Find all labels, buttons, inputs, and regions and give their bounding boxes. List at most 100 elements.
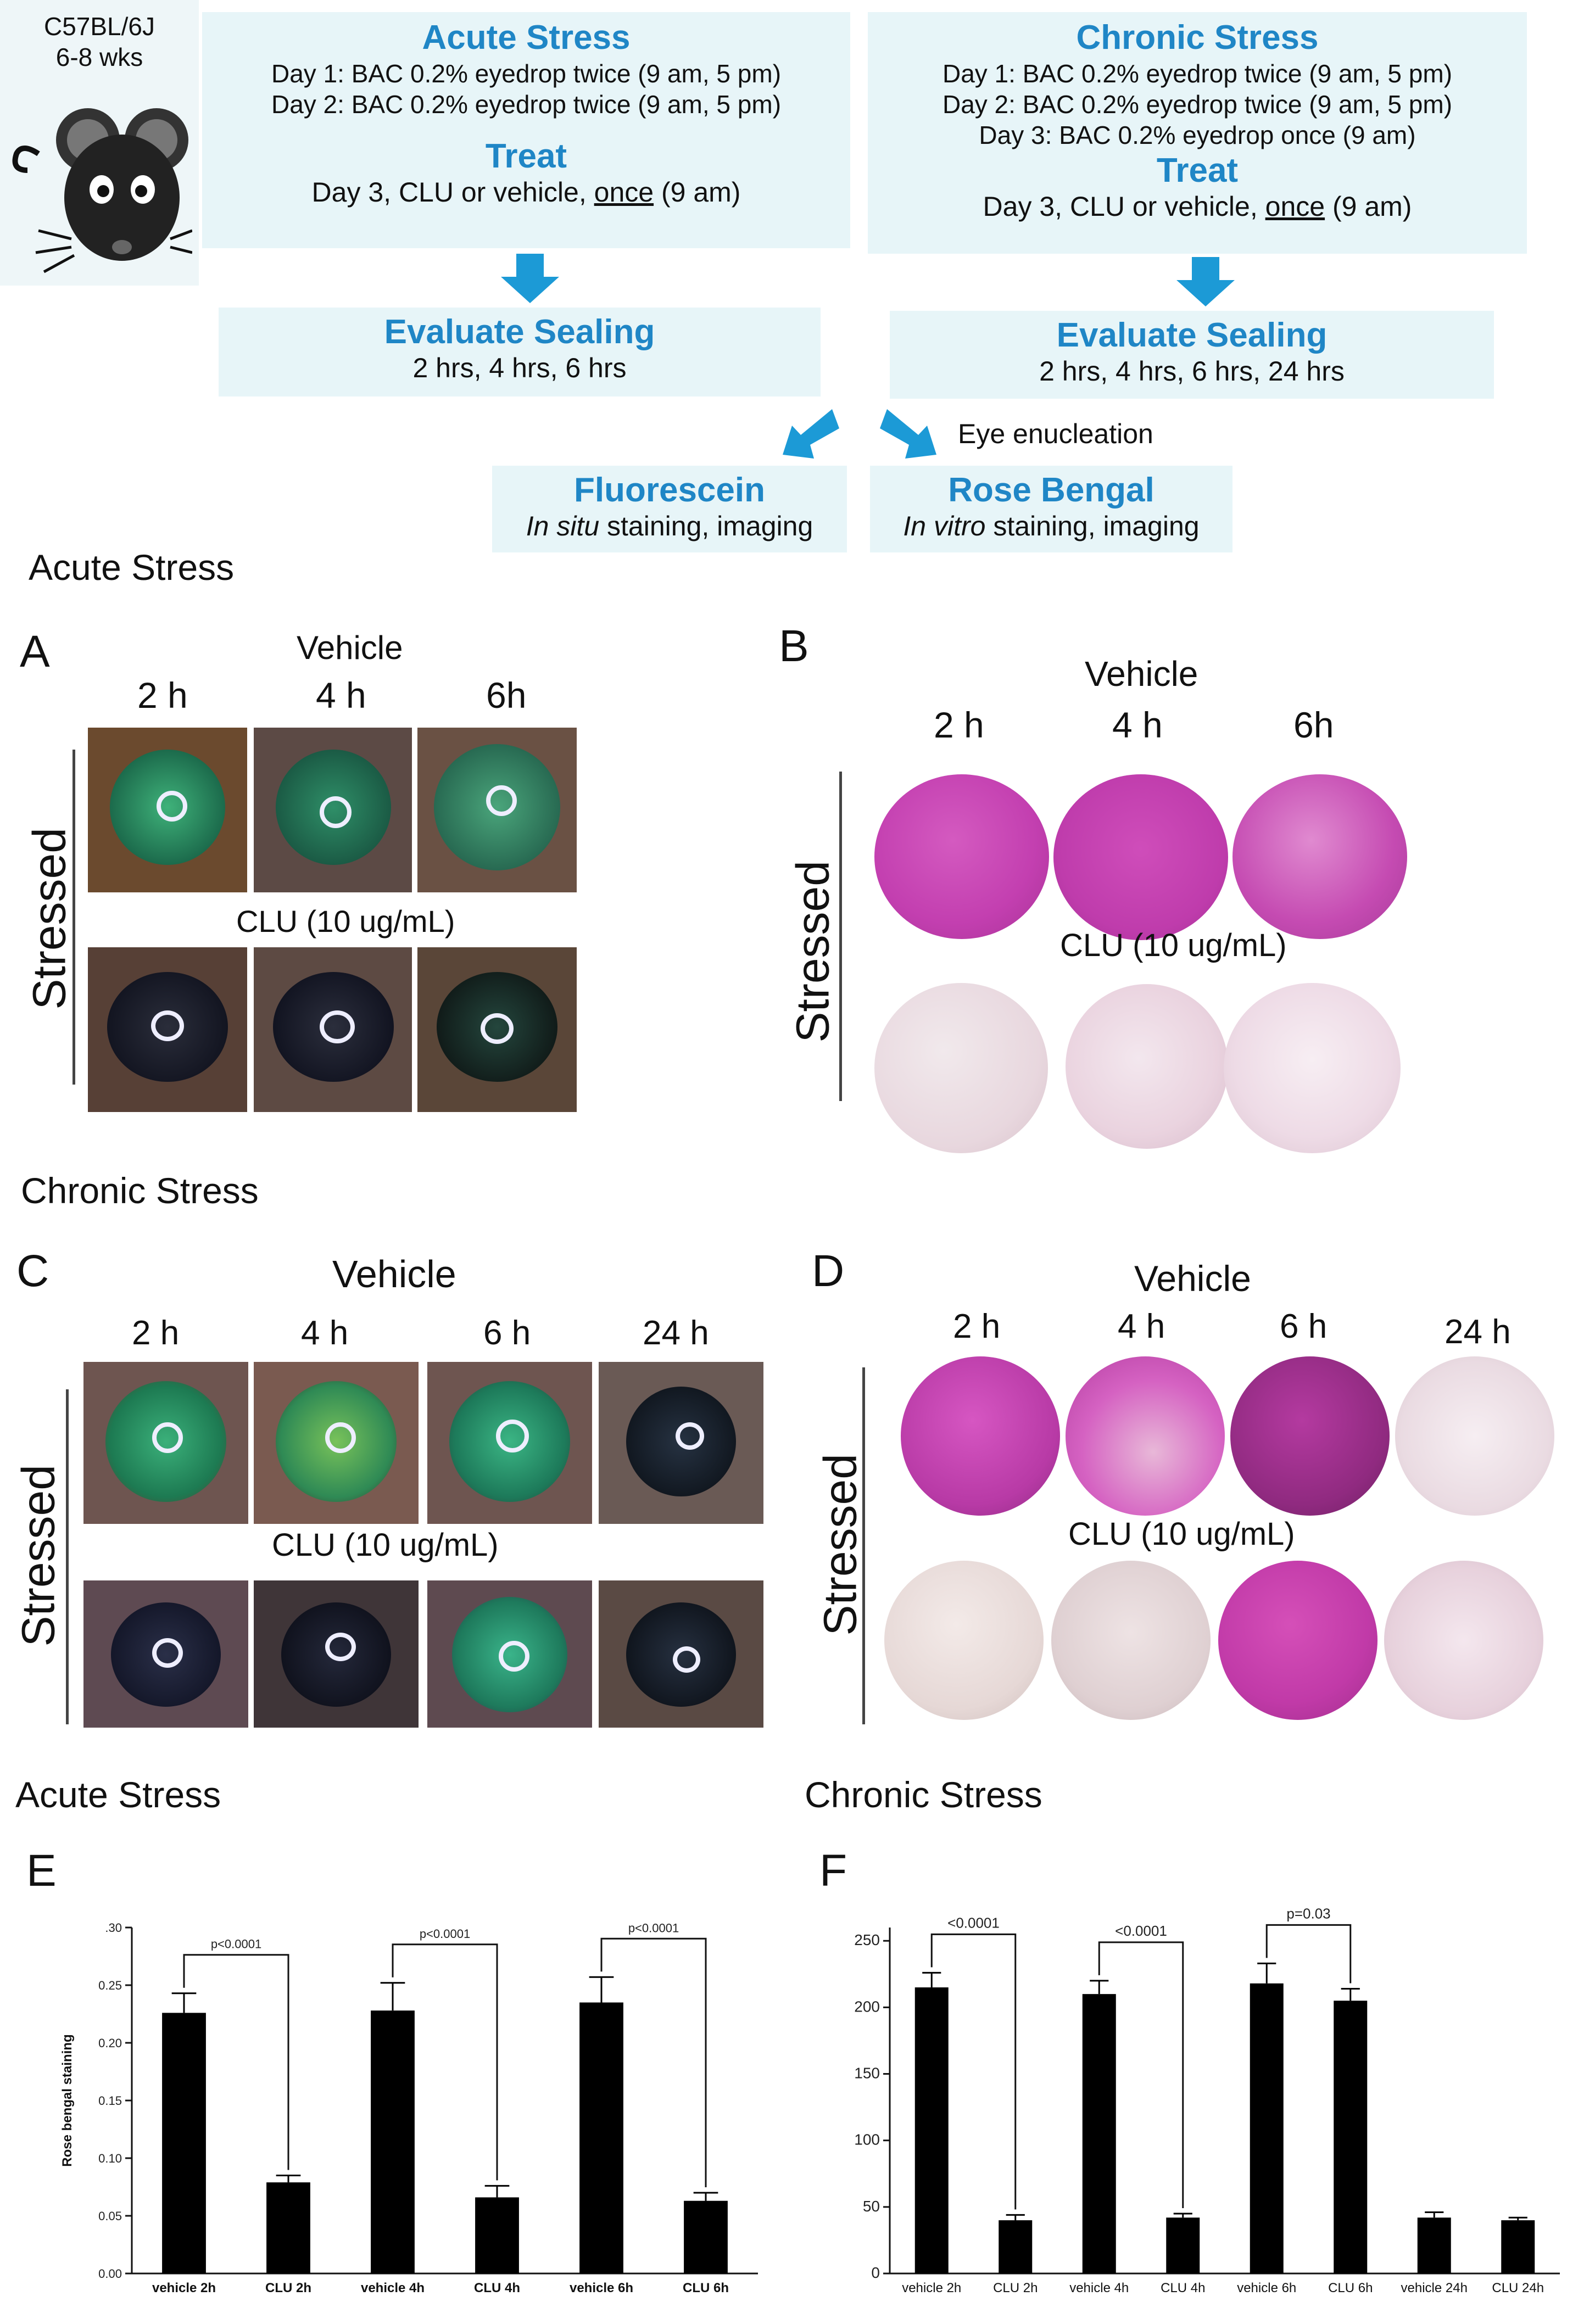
acute-protocol-box: Acute Stress Day 1: BAC 0.2% eyedrop twi…: [202, 12, 850, 248]
rose-bengal-dish: [1224, 983, 1401, 1153]
panel-d-vehicle-label: Vehicle: [1134, 1258, 1251, 1299]
x-tick-label: CLU 6h: [1328, 2281, 1373, 2295]
acute-treat-line: Day 3, CLU or vehicle, once (9 am): [311, 177, 741, 208]
panel-a-time-label: 6h: [486, 675, 527, 716]
panel-d-side-label: Stressed: [814, 1454, 866, 1636]
panel-label-e: E: [26, 1846, 57, 1896]
rose-bengal-dish: [1066, 984, 1228, 1149]
section-title-acute: Acute Stress: [29, 547, 235, 588]
significance-bracket: [392, 1943, 498, 2181]
eye-photo: [83, 1580, 248, 1728]
arrow-down-icon: [1176, 257, 1235, 306]
arrow-down-right-icon: [880, 409, 936, 459]
bar: [914, 1987, 949, 2273]
panel-d-time-label: 6 h: [1280, 1308, 1328, 1345]
rose-bengal-dish: [1395, 1356, 1554, 1516]
significance-bracket: [183, 1954, 289, 2170]
section-title-chronic-chart: Chronic Stress: [805, 1774, 1042, 1815]
x-tick-label: vehicle 2h: [152, 2281, 216, 2295]
bar: [579, 2002, 623, 2273]
section-title-acute-chart: Acute Stress: [15, 1774, 221, 1815]
x-tick-label: vehicle 24h: [1401, 2281, 1468, 2295]
acute-treat-title: Treat: [485, 137, 567, 175]
rose-bengal-dish: [901, 1356, 1060, 1516]
y-tick-label: 0.25: [98, 1979, 122, 1992]
eye-photo: [427, 1580, 592, 1728]
rose-bengal-dish: [1218, 1561, 1378, 1720]
x-tick-label: vehicle 4h: [1069, 2281, 1129, 2295]
panel-d-divider: [862, 1367, 865, 1724]
significance-bracket: [1265, 1924, 1352, 1984]
x-tick-label: vehicle 6h: [1237, 2281, 1296, 2295]
panel-c-vehicle-label: Vehicle: [332, 1253, 456, 1295]
p-value-label: <0.0001: [1115, 1923, 1167, 1939]
x-tick-label: CLU 2h: [265, 2281, 311, 2295]
rose-bengal-dish: [1066, 1356, 1225, 1516]
y-tick-label: 100: [854, 2131, 880, 2148]
bar: [162, 2013, 206, 2273]
panel-label-b: B: [779, 621, 809, 671]
bar: [1250, 1983, 1284, 2273]
x-tick-label: CLU 4h: [474, 2281, 520, 2295]
eye-photo: [417, 728, 577, 892]
bar: [999, 2220, 1033, 2273]
bar: [475, 2197, 519, 2273]
panel-a-side-label: Stressed: [23, 828, 75, 1010]
x-tick-label: CLU 24h: [1492, 2281, 1544, 2295]
bar: [1417, 2217, 1451, 2273]
bar: [1501, 2220, 1535, 2273]
acute-evaluate-times: 2 hrs, 4 hrs, 6 hrs: [412, 353, 627, 383]
rose-bengal-dish: [874, 983, 1048, 1153]
panel-c-time-label: 2 h: [132, 1314, 180, 1352]
y-tick-label: 0.10: [98, 2152, 122, 2165]
eye-photo: [417, 947, 577, 1112]
panel-b-vehicle-label: Vehicle: [1085, 654, 1198, 694]
rose-bengal-dish: [884, 1561, 1044, 1720]
mouse-strain-box: C57BL/6J 6-8 wks: [0, 0, 199, 286]
bar: [1166, 2217, 1200, 2273]
rose-bengal-box: Rose Bengal In vitro staining, imaging: [870, 466, 1232, 552]
panel-a-divider: [72, 750, 75, 1085]
chronic-evaluate-title: Evaluate Sealing: [1056, 316, 1328, 354]
rose-bengal-desc: In vitro staining, imaging: [903, 511, 1200, 541]
x-tick-label: CLU 6h: [683, 2281, 729, 2295]
rose-bengal-title: Rose Bengal: [948, 471, 1155, 509]
age-label: 6-8 wks: [55, 43, 143, 71]
y-tick-label: 150: [854, 2065, 880, 2082]
panel-label-a: A: [20, 627, 50, 677]
significance-bracket: [600, 1937, 707, 2187]
panel-c-time-label: 24 h: [643, 1314, 709, 1352]
enucleation-label: Eye enucleation: [958, 418, 1153, 449]
panel-b-divider: [839, 772, 842, 1101]
panel-a-clu-label: CLU (10 ug/mL): [236, 904, 455, 938]
section-title-chronic: Chronic Stress: [21, 1170, 259, 1211]
arrow-down-icon: [501, 254, 559, 303]
panel-label-d: D: [812, 1246, 845, 1296]
acute-day2: Day 2: BAC 0.2% eyedrop twice (9 am, 5 p…: [271, 90, 782, 119]
y-tick-label: 200: [854, 1998, 880, 2015]
bar: [371, 2010, 415, 2273]
y-axis-label: Rose bengal staining: [60, 2034, 75, 2166]
panel-d-time-label: 24 h: [1445, 1313, 1511, 1351]
bar: [266, 2182, 310, 2273]
arrow-down-left-icon: [783, 409, 839, 459]
y-tick-label: 50: [863, 2198, 880, 2215]
strain-label: C57BL/6J: [43, 12, 155, 41]
rose-bengal-dish: [1384, 1561, 1543, 1720]
eye-photo: [427, 1362, 592, 1524]
panel-b-clu-label: CLU (10 ug/mL): [1060, 928, 1287, 963]
chronic-day2: Day 2: BAC 0.2% eyedrop twice (9 am, 5 p…: [942, 90, 1453, 119]
chronic-evaluate-times: 2 hrs, 4 hrs, 6 hrs, 24 hrs: [1039, 356, 1345, 387]
panel-d-time-label: 4 h: [1118, 1308, 1165, 1345]
y-tick-label: 250: [854, 1931, 880, 1948]
panel-a-time-label: 4 h: [316, 675, 366, 716]
bar: [684, 2200, 728, 2273]
panel-c-clu-label: CLU (10 ug/mL): [272, 1527, 499, 1563]
fluorescein-title: Fluorescein: [574, 471, 765, 509]
y-tick-label: 0: [871, 2264, 880, 2281]
panel-b-time-label: 6h: [1293, 705, 1334, 745]
p-value-label: p<0.0001: [211, 1937, 261, 1951]
eye-photo: [254, 728, 412, 892]
chronic-treat-line: Day 3, CLU or vehicle, once (9 am): [983, 191, 1412, 222]
